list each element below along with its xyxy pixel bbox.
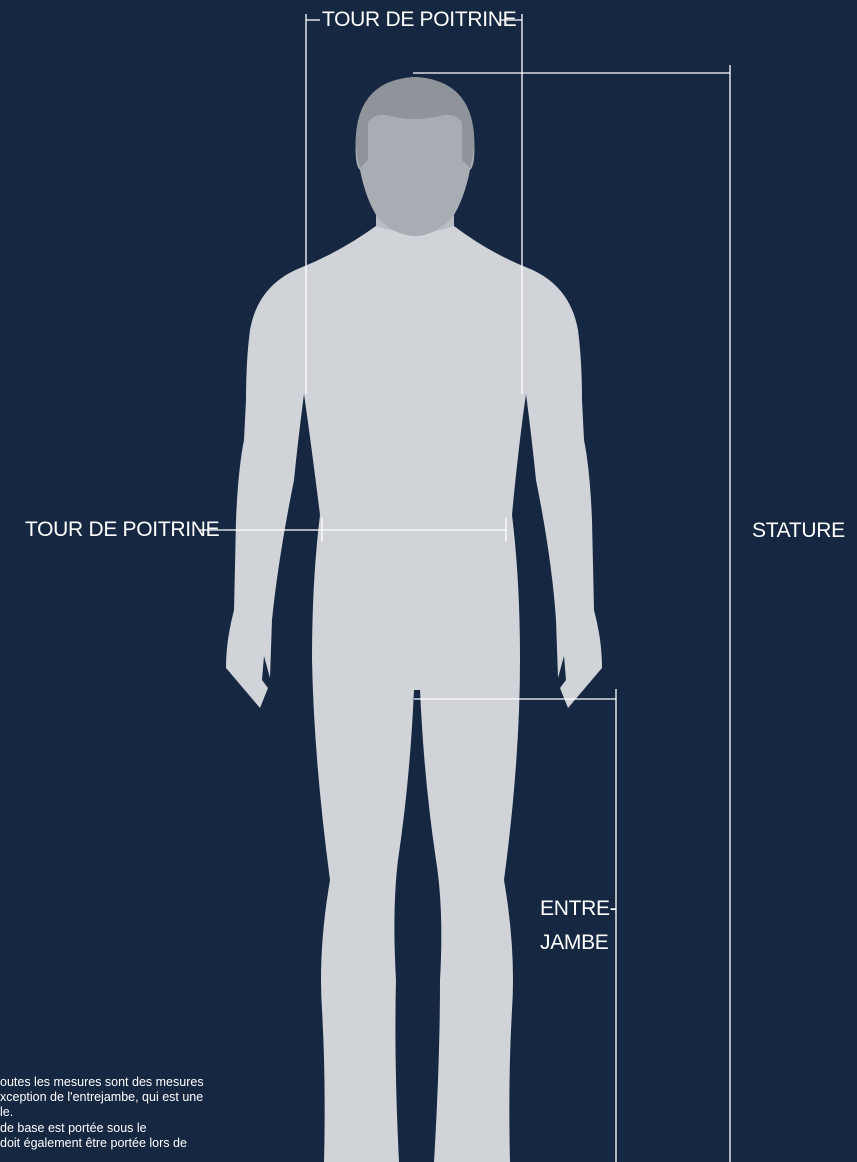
human-silhouette (226, 77, 602, 1162)
inseam-label-line1: ENTRE- (540, 897, 616, 921)
inseam-label-line2: JAMBE (540, 931, 609, 955)
body-shape (226, 200, 602, 1162)
note-line-4: de base est portée sous le (0, 1121, 147, 1136)
note-line-1: outes les mesures sont des mesures (0, 1075, 204, 1090)
stature-label: STATURE (752, 519, 845, 543)
chest-top-label: TOUR DE POITRINE (322, 8, 516, 32)
note-line-5: doit également être portée lors de (0, 1136, 187, 1151)
chest-left-label: TOUR DE POITRINE (25, 518, 219, 542)
note-line-2: xception de l'entrejambe, qui est une (0, 1090, 203, 1105)
note-line-3: le. (0, 1105, 13, 1120)
